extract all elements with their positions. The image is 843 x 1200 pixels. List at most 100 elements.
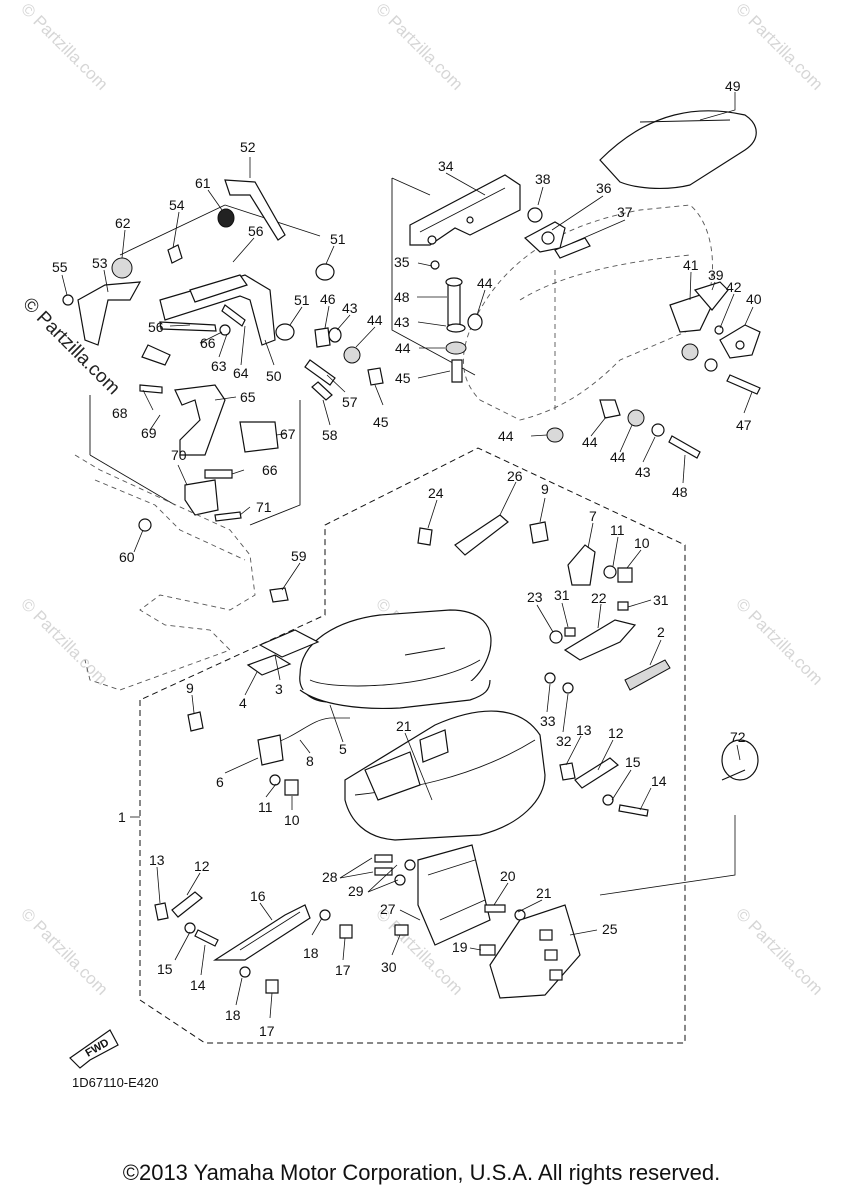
watermark: © Partzilla.com <box>17 594 111 688</box>
callout-44: 44 <box>498 428 514 444</box>
callout-45: 45 <box>395 370 411 386</box>
bag-lid <box>246 609 492 709</box>
callout-18: 18 <box>225 1007 241 1023</box>
bracket-lower-center <box>374 844 581 999</box>
callout-41: 41 <box>683 257 699 273</box>
callout-9: 9 <box>186 680 194 696</box>
latch-top <box>417 514 633 586</box>
lid-mat <box>599 110 757 190</box>
callout-65: 65 <box>240 389 256 405</box>
catch-lower-left <box>154 891 353 994</box>
callout-13: 13 <box>149 852 165 868</box>
watermark: © Partzilla.com <box>732 594 826 688</box>
callout-38: 38 <box>535 171 551 187</box>
callout-43: 43 <box>394 314 410 330</box>
catch-right <box>559 757 649 817</box>
callout-36: 36 <box>596 180 612 196</box>
callout-51: 51 <box>294 292 310 308</box>
callout-layer: 49 52 34 38 36 37 61 54 56 62 51 55 53 3… <box>52 78 762 1039</box>
callout-34: 34 <box>438 158 454 174</box>
callout-11: 11 <box>610 522 625 538</box>
callout-31: 31 <box>653 592 669 608</box>
callout-44: 44 <box>395 340 411 356</box>
watermark: © Partzilla.com <box>732 0 826 94</box>
callout-59: 59 <box>291 548 307 564</box>
callout-21: 21 <box>396 718 412 734</box>
watermark: © Partzilla.com <box>732 904 826 998</box>
callout-22: 22 <box>591 590 607 606</box>
callout-1: 1 <box>118 809 126 825</box>
callout-66: 66 <box>200 335 216 351</box>
callout-63: 63 <box>211 358 227 374</box>
watermark: © Partzilla.com <box>17 0 111 94</box>
callout-60: 60 <box>119 549 135 565</box>
callout-50: 50 <box>266 368 282 384</box>
callout-53: 53 <box>92 255 108 271</box>
callout-66: 66 <box>262 462 278 478</box>
callout-13: 13 <box>576 722 592 738</box>
callout-54: 54 <box>169 197 185 213</box>
callout-40: 40 <box>746 291 762 307</box>
leader-lines <box>61 92 754 1019</box>
callout-7: 7 <box>589 508 597 524</box>
callout-28: 28 <box>322 869 338 885</box>
callout-11: 11 <box>258 799 273 815</box>
callout-4: 4 <box>239 695 247 711</box>
fwd-arrow: FWD <box>69 1029 119 1069</box>
callout-14: 14 <box>651 773 667 789</box>
callout-51: 51 <box>330 231 346 247</box>
callout-23: 23 <box>527 589 543 605</box>
callout-16: 16 <box>250 888 266 904</box>
callout-45: 45 <box>373 414 389 430</box>
callout-9: 9 <box>541 481 549 497</box>
callout-24: 24 <box>428 485 444 501</box>
callout-19: 19 <box>452 939 468 955</box>
callout-29: 29 <box>348 883 364 899</box>
bracket-left <box>62 179 384 522</box>
callout-70: 70 <box>171 447 187 463</box>
hardware-36-38 <box>523 207 591 259</box>
hinge-group <box>669 281 761 359</box>
lanyard-72 <box>721 739 759 781</box>
callout-57: 57 <box>342 394 358 410</box>
watermark: © Partzilla.com <box>372 0 466 94</box>
callout-46: 46 <box>320 291 336 307</box>
callout-17: 17 <box>335 962 351 978</box>
callout-35: 35 <box>394 254 410 270</box>
callout-15: 15 <box>157 961 173 977</box>
watermark: © Partzilla.com <box>17 904 111 998</box>
callout-14: 14 <box>190 977 206 993</box>
callout-5: 5 <box>339 741 347 757</box>
callout-30: 30 <box>381 959 397 975</box>
callout-39: 39 <box>708 267 724 283</box>
callout-56: 56 <box>248 223 264 239</box>
callout-43: 43 <box>635 464 651 480</box>
callout-25: 25 <box>602 921 618 937</box>
callout-42: 42 <box>726 279 742 295</box>
callout-37: 37 <box>617 204 633 220</box>
fastener-column <box>430 260 483 383</box>
callout-10: 10 <box>284 812 300 828</box>
latch-left <box>187 711 350 796</box>
frame-ghost <box>74 454 289 691</box>
copyright-notice: ©2013 Yamaha Motor Corporation, U.S.A. A… <box>122 1160 721 1185</box>
callout-72: 72 <box>730 729 746 745</box>
callout-68: 68 <box>112 405 128 421</box>
callout-49: 49 <box>725 78 741 94</box>
bracket-34 <box>409 174 521 246</box>
callout-61: 61 <box>195 175 211 191</box>
callout-26: 26 <box>507 468 523 484</box>
callout-56: 56 <box>148 319 164 335</box>
callout-18: 18 <box>303 945 319 961</box>
callout-3: 3 <box>275 681 283 697</box>
callout-31: 31 <box>554 587 570 603</box>
callout-15: 15 <box>625 754 641 770</box>
callout-44: 44 <box>477 275 493 291</box>
watermark-dark: © Partzilla.com <box>18 294 123 399</box>
callout-64: 64 <box>233 365 249 381</box>
callout-44: 44 <box>367 312 383 328</box>
callout-69: 69 <box>141 425 157 441</box>
callout-52: 52 <box>240 139 256 155</box>
diagram-code: 1D67110-E420 <box>72 1075 159 1090</box>
callout-12: 12 <box>194 858 210 874</box>
